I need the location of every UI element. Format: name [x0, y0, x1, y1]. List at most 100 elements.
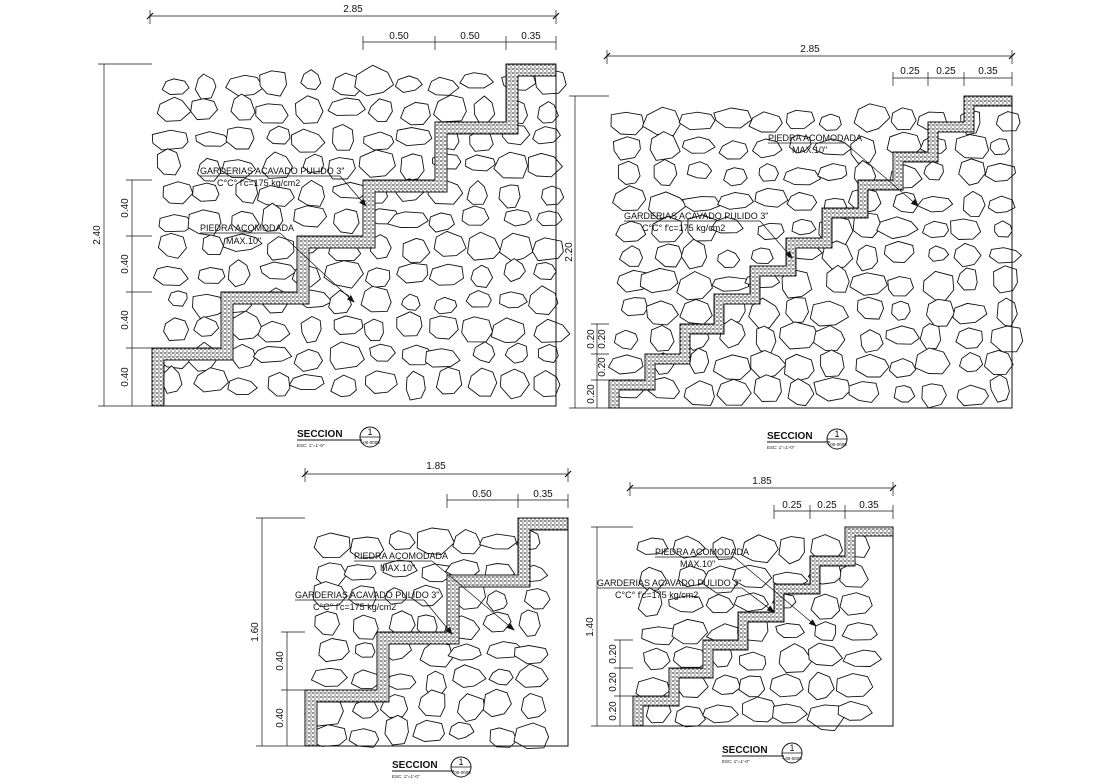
stone-shape — [330, 374, 357, 398]
stone-shape — [716, 378, 752, 406]
stone-shape — [672, 646, 710, 668]
stone-shape — [885, 325, 921, 345]
stone-shape — [842, 649, 883, 667]
note-max: MAX.10" — [226, 236, 261, 246]
stone-shape — [808, 642, 844, 667]
svg-text:C°C° f'c=175 kg/cm2: C°C° f'c=175 kg/cm2 — [615, 590, 698, 600]
stone-shape — [221, 159, 257, 179]
stone-shape — [741, 534, 779, 564]
stone-shape — [313, 581, 348, 608]
stone-shape — [751, 138, 783, 159]
scale-label: ESC: 1"=1'-0" — [297, 443, 325, 448]
stone-shape — [433, 230, 467, 257]
stone-shape — [427, 76, 460, 96]
stone-shape — [195, 131, 230, 147]
stone-shape — [741, 696, 780, 723]
stone-shape — [343, 564, 377, 581]
stone-shape — [252, 346, 293, 363]
stone-shape — [384, 714, 409, 746]
stone-shape — [461, 316, 494, 343]
stone-shape — [167, 290, 188, 307]
stone-shape — [607, 354, 644, 375]
stone-shape — [360, 285, 392, 313]
stone-shape — [818, 113, 842, 131]
stone-shape — [738, 651, 767, 671]
stone-shape — [856, 244, 879, 272]
stone-shape — [231, 210, 260, 233]
section-3-title-block: SECCION ESC: 1"=1'-0" 1 --00-0000 — [392, 756, 472, 779]
stone-shape — [890, 107, 917, 131]
stone-shape — [806, 704, 844, 732]
stone-shape — [313, 532, 351, 559]
section-2-dim-width: 2.85 — [603, 44, 1016, 64]
svg-text:1: 1 — [789, 743, 794, 753]
stone-shape — [784, 353, 815, 382]
stone-shape — [225, 126, 255, 150]
section-2-width-label: 2.85 — [800, 44, 820, 55]
stone-shape — [294, 95, 324, 124]
svg-text:1: 1 — [458, 757, 463, 767]
stone-shape — [958, 351, 984, 373]
section-1-riser: 0.40 — [120, 254, 131, 274]
svg-text:0.25: 0.25 — [936, 66, 956, 77]
stone-shape — [807, 671, 835, 701]
stone-shape — [499, 291, 528, 309]
stone-shape — [922, 270, 955, 301]
stone-shape — [837, 700, 873, 721]
stone-shape — [411, 584, 444, 607]
section-1-dim-risers: 0.40 0.40 0.40 0.40 — [120, 179, 152, 406]
stone-shape — [887, 276, 915, 297]
svg-text:0.25: 0.25 — [782, 500, 802, 511]
stone-shape — [996, 297, 1018, 327]
svg-text:--00-0000: --00-0000 — [451, 770, 471, 775]
stone-shape — [489, 727, 518, 748]
stone-shape — [412, 719, 445, 742]
svg-text:ESC: 1"=1'-0": ESC: 1"=1'-0" — [767, 445, 795, 450]
stone-shape — [515, 663, 549, 688]
stone-shape — [674, 705, 706, 728]
stone-shape — [954, 134, 990, 159]
stone-shape — [853, 103, 891, 133]
stone-shape — [989, 138, 1010, 156]
stone-shape — [813, 377, 851, 402]
stone-shape — [772, 703, 808, 724]
stone-shape — [318, 638, 350, 663]
stone-shape — [990, 325, 1024, 353]
svg-text:PIEDRA ACOMODADA: PIEDRA ACOMODADA — [354, 551, 448, 561]
stone-shape — [758, 163, 780, 182]
stone-shape — [891, 300, 911, 321]
stone-shape — [755, 325, 777, 354]
stone-shape — [493, 151, 529, 179]
svg-text:SECCION: SECCION — [767, 431, 813, 442]
stone-shape — [467, 367, 498, 397]
stone-shape — [310, 667, 348, 687]
stone-shape — [227, 377, 258, 396]
svg-text:1.85: 1.85 — [426, 461, 446, 472]
stone-shape — [354, 64, 395, 97]
stone-shape — [994, 220, 1013, 238]
stone-shape — [349, 536, 385, 559]
section-2-dim-risers: 0.20 0.20 0.20 0.20 — [586, 323, 609, 408]
stone-shape — [956, 267, 978, 291]
stone-shape — [400, 153, 425, 182]
svg-text:MAX.10": MAX.10" — [380, 563, 415, 573]
stone-shape — [613, 329, 639, 350]
stone-shape — [646, 300, 679, 326]
stone-shape — [716, 191, 755, 210]
svg-text:C°C° f'c=175 kg/cm2: C°C° f'c=175 kg/cm2 — [313, 602, 396, 612]
stone-shape — [820, 349, 845, 378]
stone-shape — [993, 265, 1018, 294]
stone-shape — [520, 693, 547, 720]
stone-shape — [151, 129, 189, 151]
stone-shape — [701, 565, 740, 594]
stone-shape — [849, 272, 888, 296]
stone-shape — [984, 162, 1016, 182]
stone-shape — [531, 237, 564, 262]
stone-shape — [711, 276, 750, 292]
stone-shape — [928, 245, 950, 262]
stone-shape — [329, 341, 365, 370]
stone-shape — [465, 154, 496, 172]
section-2-notes: PIEDRA ACOMODADA MAX.10" GARDERIAS ACAVA… — [624, 133, 919, 259]
stone-shape — [297, 179, 325, 207]
stone-shape — [293, 205, 328, 228]
